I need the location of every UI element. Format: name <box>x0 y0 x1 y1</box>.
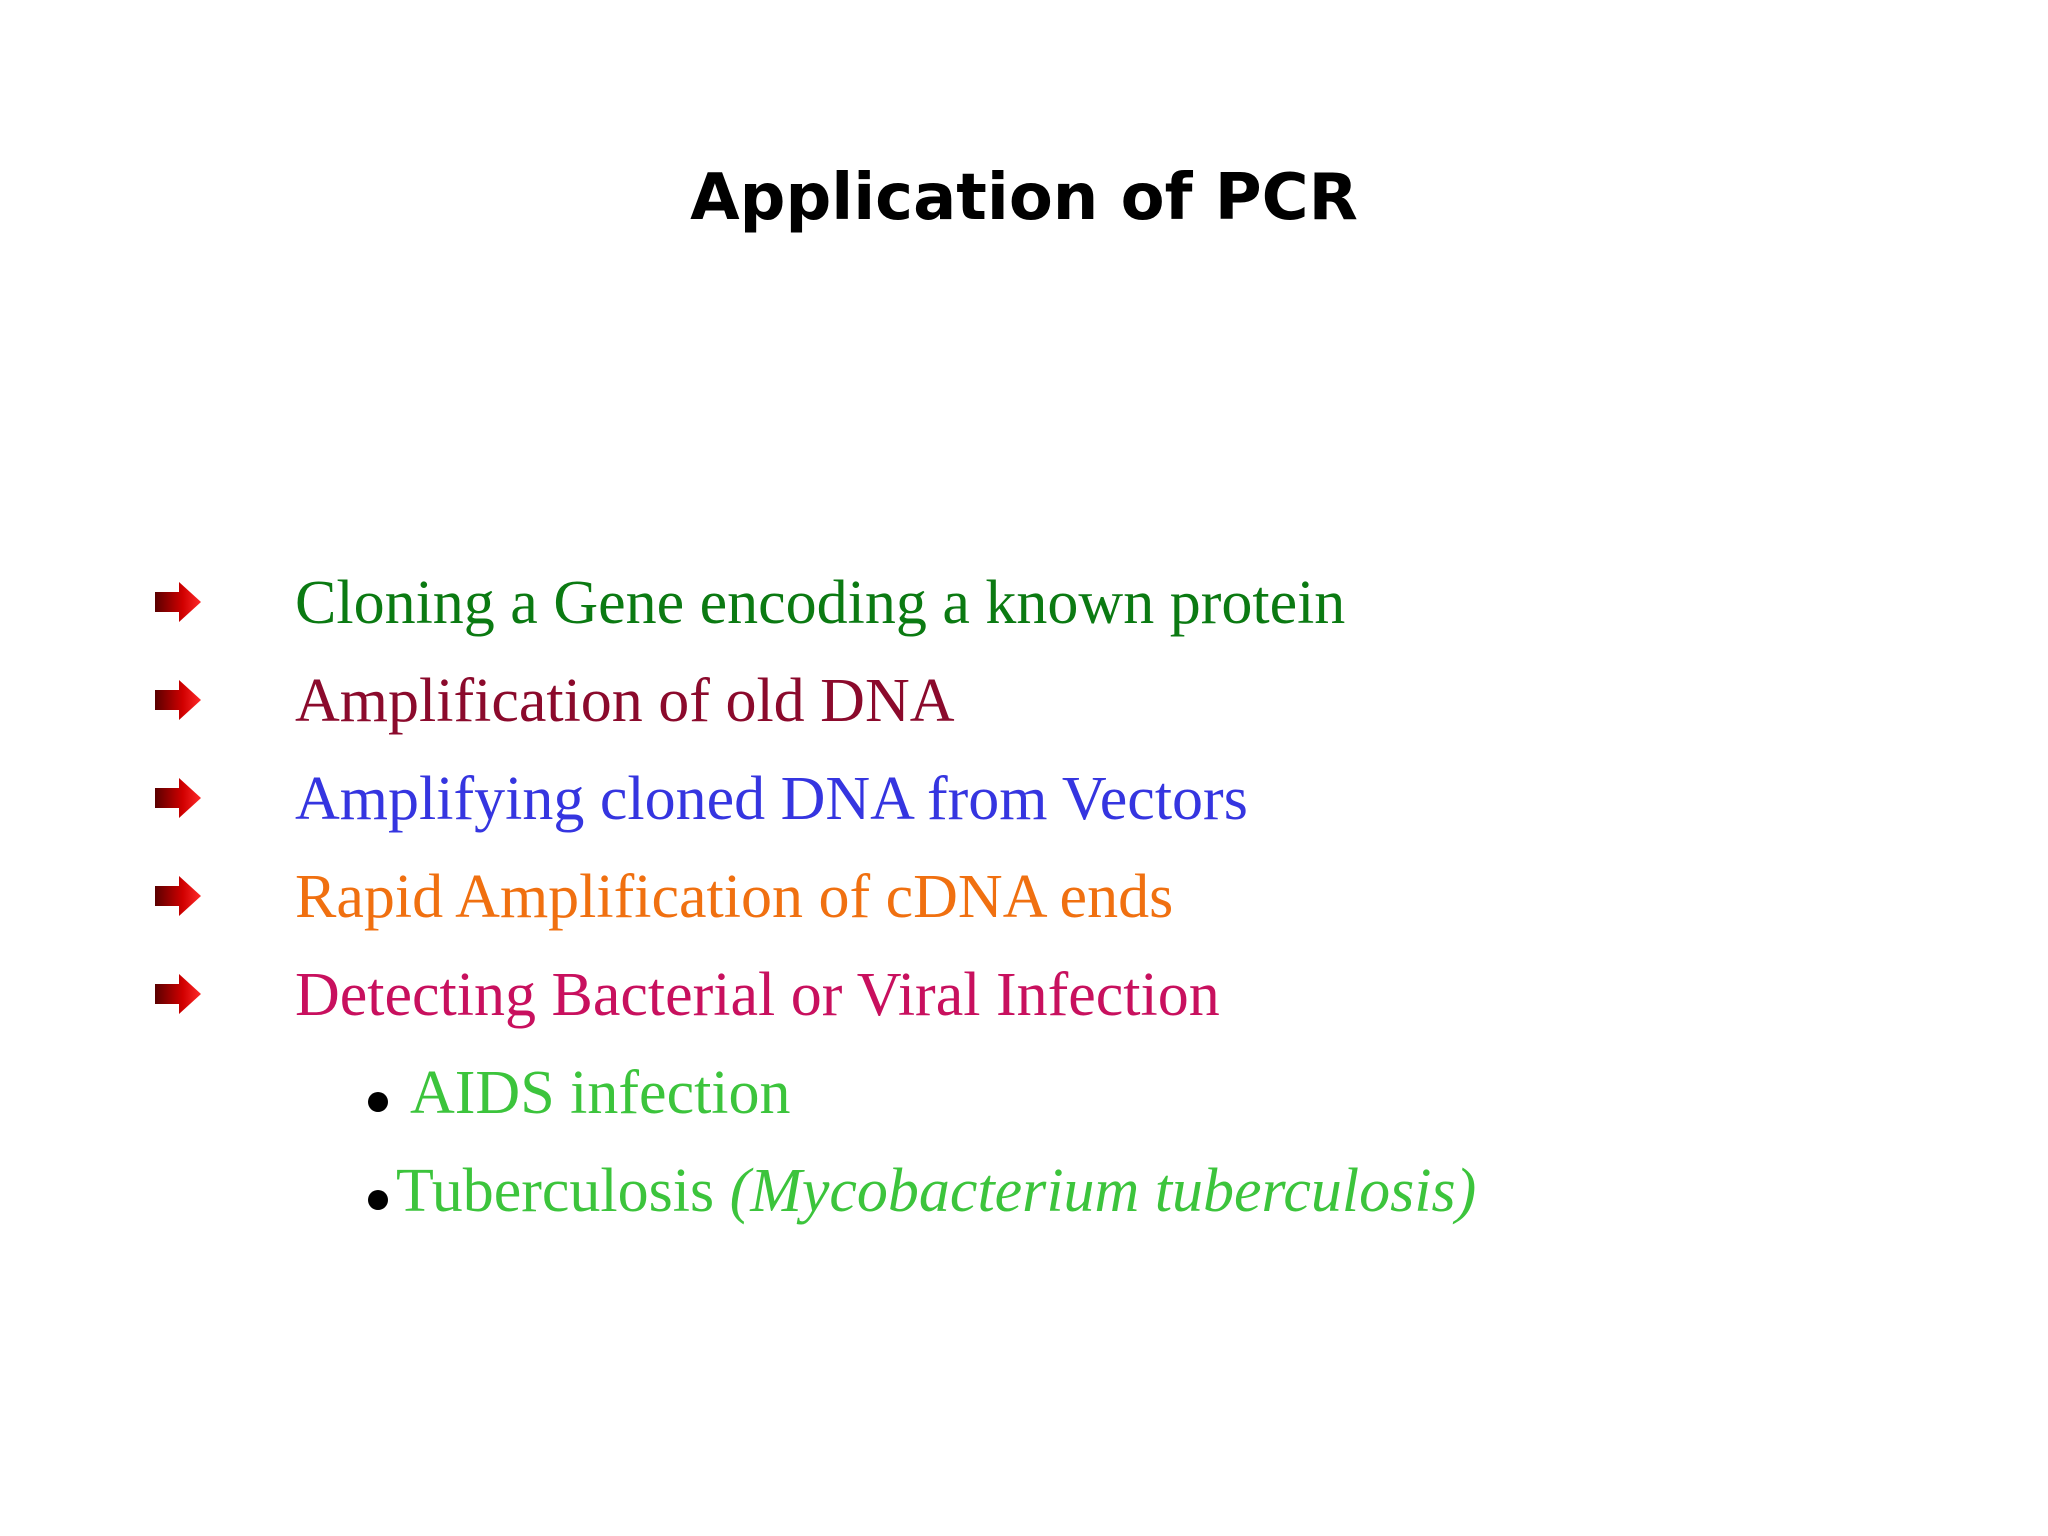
red-arrow-icon <box>155 974 201 1014</box>
list-item-text: Detecting Bacterial or Viral Infection <box>295 961 1220 1029</box>
sub-list-item: Tuberculosis (Mycobacterium tuberculosis… <box>0 1160 2048 1258</box>
list-item: Cloning a Gene encoding a known protein <box>0 572 2048 670</box>
list-item: Rapid Amplification of cDNA ends <box>0 866 2048 964</box>
slide-title: Application of PCR <box>690 161 1358 235</box>
list-item: Amplification of old DNA <box>0 670 2048 768</box>
list-item: Amplifying cloned DNA from Vectors <box>0 768 2048 866</box>
list-item-text: Amplification of old DNA <box>295 667 955 735</box>
red-arrow-icon <box>155 680 201 720</box>
sub-list-item: AIDS infection <box>0 1062 2048 1160</box>
list-item-text: Rapid Amplification of cDNA ends <box>295 863 1174 931</box>
list-item: Detecting Bacterial or Viral Infection <box>0 964 2048 1062</box>
red-arrow-icon <box>155 582 201 622</box>
sub-list-item-italic: (Mycobacterium tuberculosis) <box>729 1157 1477 1225</box>
bullet-dot-icon <box>368 1092 388 1112</box>
sub-list-item-label: Tuberculosis <box>396 1157 730 1225</box>
list-item-text: Cloning a Gene encoding a known protein <box>295 569 1346 637</box>
bullet-dot-icon <box>368 1190 388 1210</box>
red-arrow-icon <box>155 876 201 916</box>
sub-list-item-text: Tuberculosis (Mycobacterium tuberculosis… <box>396 1160 1476 1222</box>
sub-list-item-text: AIDS infection <box>410 1059 791 1127</box>
list-item-text: Amplifying cloned DNA from Vectors <box>295 765 1248 833</box>
red-arrow-icon <box>155 778 201 818</box>
